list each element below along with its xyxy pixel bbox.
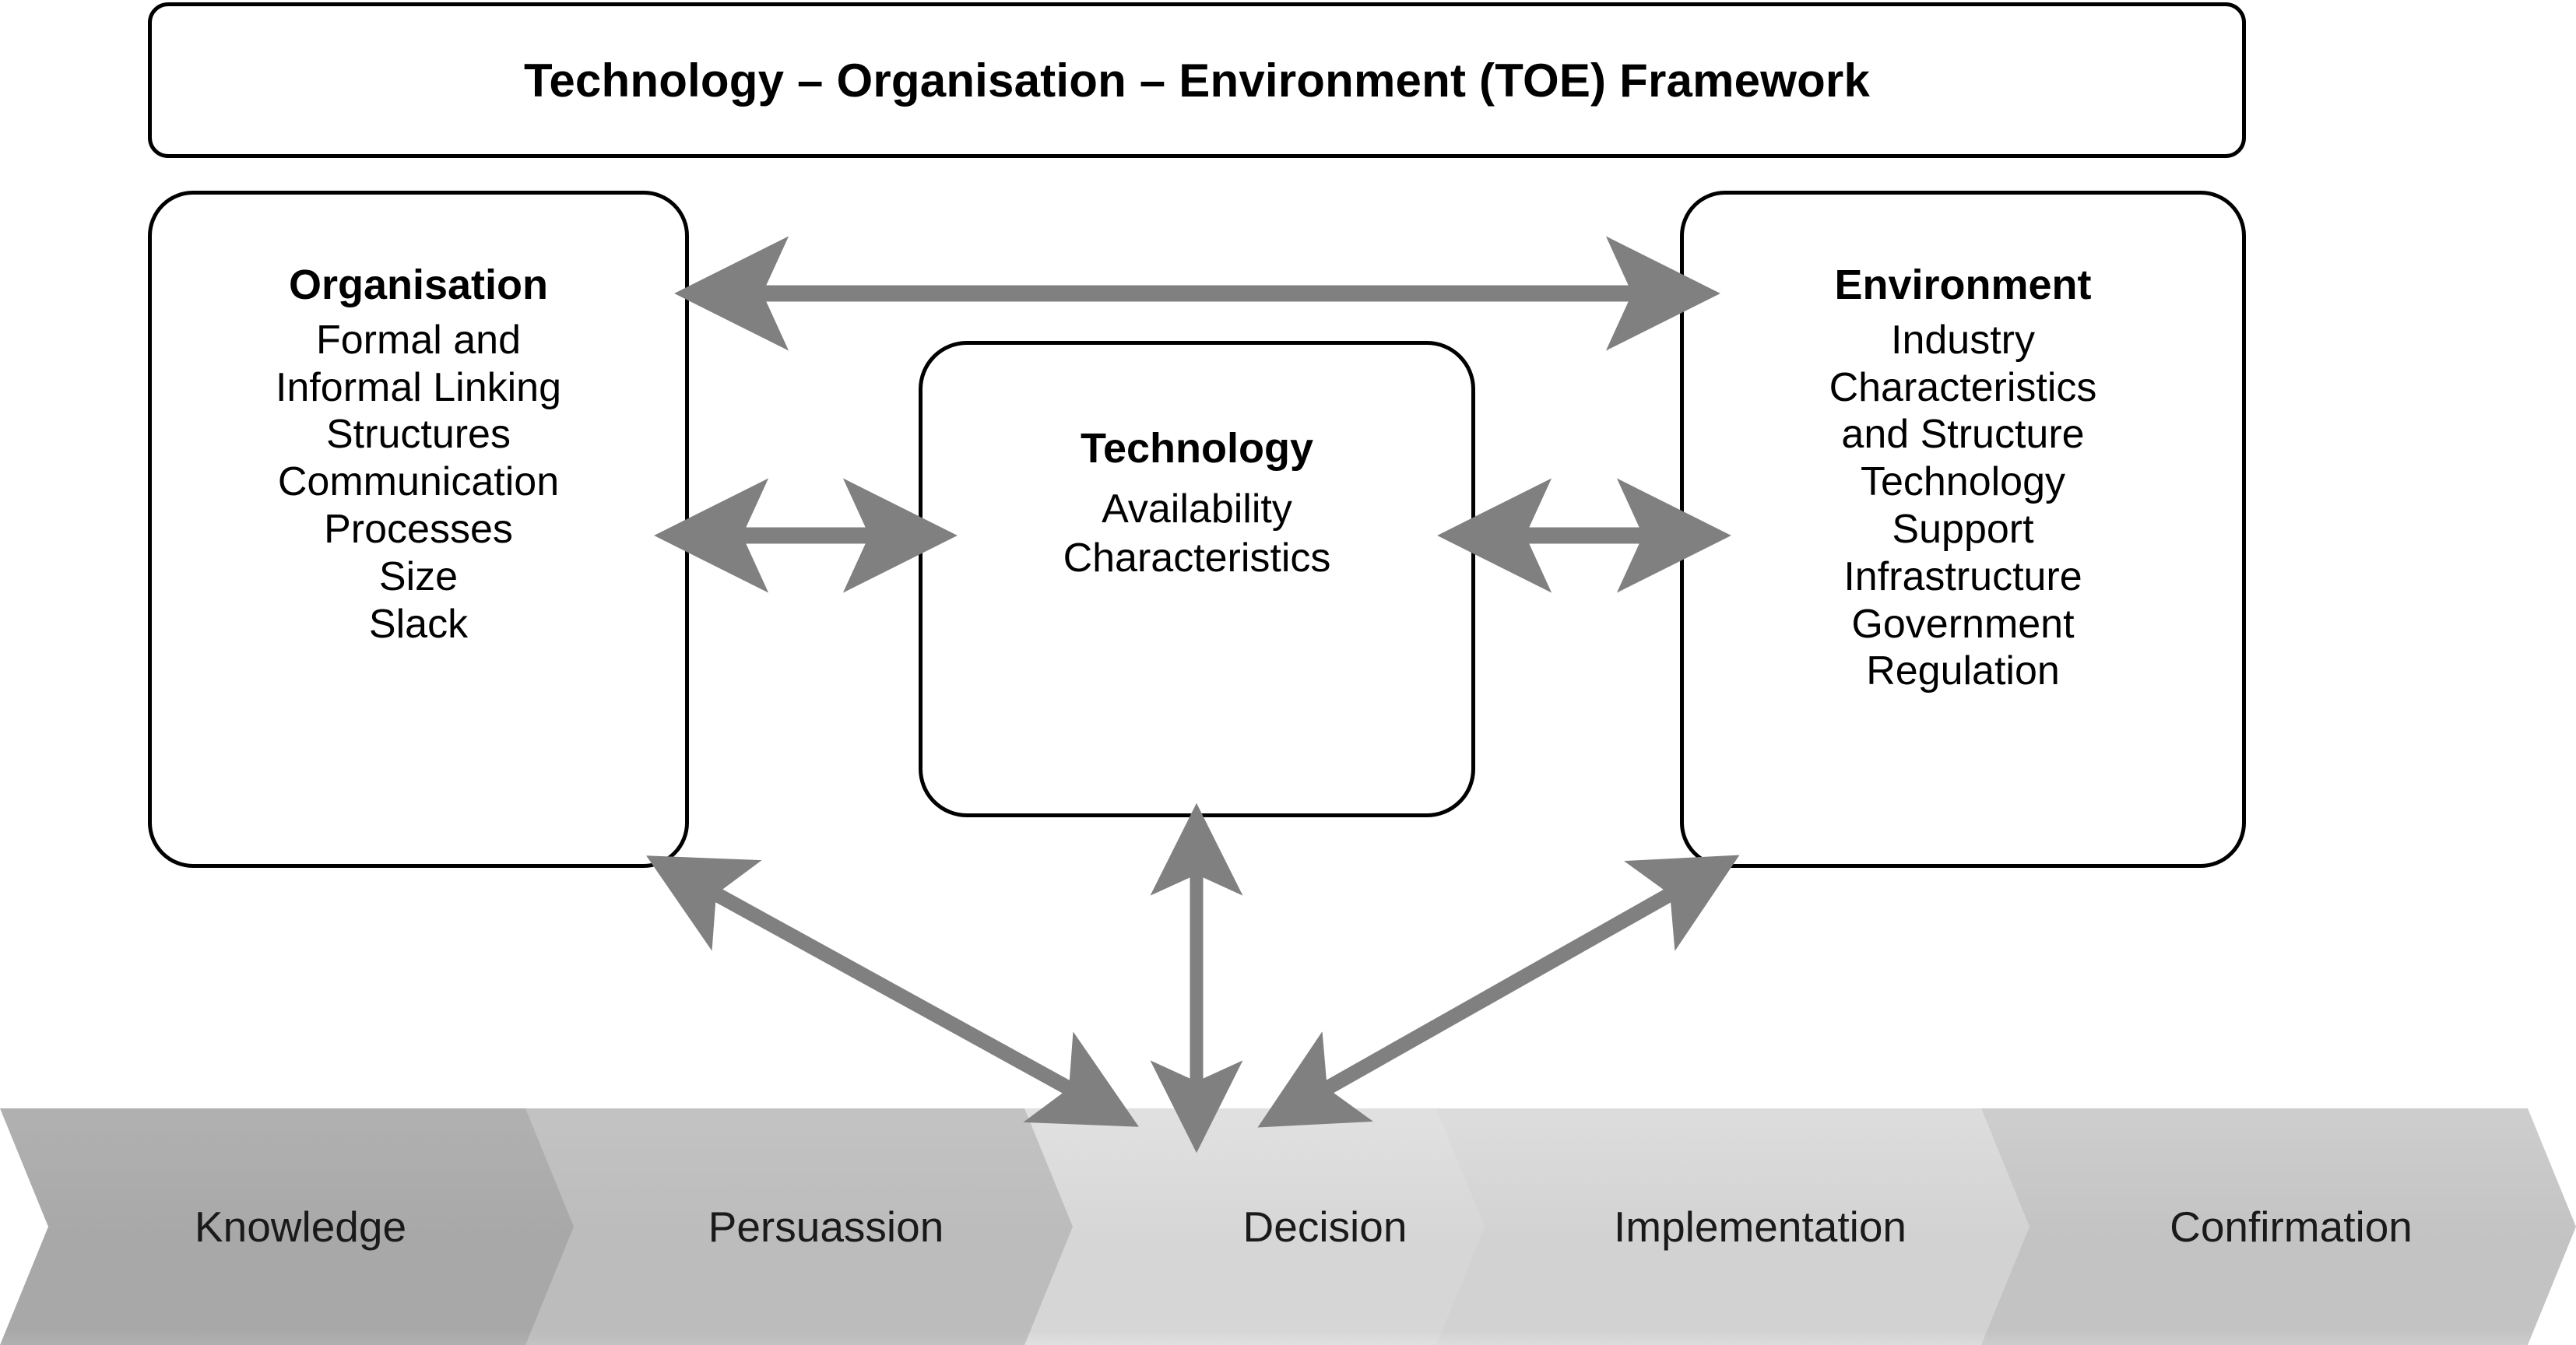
environment-box: Environment Industry Characteristics and… <box>1680 191 2246 868</box>
process-stage-label: Implementation <box>1613 1203 1907 1251</box>
environment-attribute-list: Industry Characteristics and Structure T… <box>1684 317 2242 696</box>
technology-attribute: Characteristics <box>1063 536 1331 581</box>
environment-attribute: Government <box>1851 601 2075 647</box>
environment-attribute: Support <box>1892 507 2034 552</box>
toe-framework-title-box: Technology – Organisation – Environment … <box>148 2 2246 158</box>
arrow-organisation-decision <box>646 855 1139 1127</box>
organisation-attribute-list: Formal and Informal Linking Structures C… <box>152 317 685 648</box>
organisation-attribute: Size <box>378 553 459 599</box>
organisation-box: Organisation Formal and Informal Linking… <box>148 191 689 868</box>
process-stage-label: Persuassion <box>708 1203 944 1251</box>
page-title: Technology – Organisation – Environment … <box>523 54 1871 107</box>
organisation-attribute: Processes <box>324 507 513 552</box>
process-stage-persuassion[interactable]: Persuassion <box>525 1108 1102 1345</box>
process-stage-implementation[interactable]: Implementation <box>1436 1108 2059 1345</box>
technology-heading: Technology <box>1080 425 1313 472</box>
organisation-attribute: Structures <box>326 412 511 458</box>
innovation-decision-process-band: Knowledge Persuassion Decision Implement… <box>0 1108 2576 1345</box>
process-stage-label: Knowledge <box>194 1203 407 1251</box>
environment-heading: Environment <box>1834 262 2092 308</box>
organisation-attribute: Informal Linking <box>275 364 562 410</box>
organisation-heading: Organisation <box>288 262 549 308</box>
technology-box: Technology Availability Characteristics <box>919 341 1475 817</box>
environment-attribute: Regulation <box>1866 648 2060 694</box>
technology-attribute-list: Availability Characteristics <box>923 485 1471 584</box>
organisation-attribute: Slack <box>368 601 469 647</box>
environment-attribute: Infrastructure <box>1843 553 2082 599</box>
environment-attribute: and Structure <box>1841 412 2085 458</box>
process-stage-knowledge[interactable]: Knowledge <box>0 1108 576 1345</box>
technology-attribute: Availability <box>1102 486 1292 532</box>
environment-attribute: Industry <box>1891 317 2035 363</box>
process-stage-label: Confirmation <box>2170 1203 2413 1251</box>
process-stage-confirmation[interactable]: Confirmation <box>1981 1108 2576 1345</box>
environment-attribute: Technology <box>1860 459 2066 505</box>
environment-attribute: Characteristics <box>1829 364 2097 410</box>
arrow-environment-decision <box>1257 855 1740 1128</box>
process-stage-label: Decision <box>1242 1203 1407 1251</box>
organisation-attribute: Communication <box>277 459 560 505</box>
organisation-attribute: Formal and <box>316 317 521 363</box>
